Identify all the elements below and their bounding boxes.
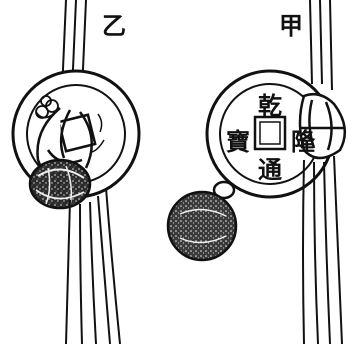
right-bell (168, 182, 236, 260)
left-bell (30, 160, 90, 208)
right-panel (168, 0, 345, 344)
inscription-top: 乾 (258, 91, 282, 120)
left-cord-bottom (66, 188, 120, 344)
panel-label-left: 乙 (102, 14, 126, 38)
inscription-right: 隆 (291, 127, 316, 156)
inscription-bottom: 通 (258, 155, 282, 184)
right-cord-top (310, 0, 332, 90)
left-panel (13, 0, 139, 344)
inscription-left: 寶 (226, 127, 250, 156)
panel-label-right: 甲 (279, 14, 303, 38)
